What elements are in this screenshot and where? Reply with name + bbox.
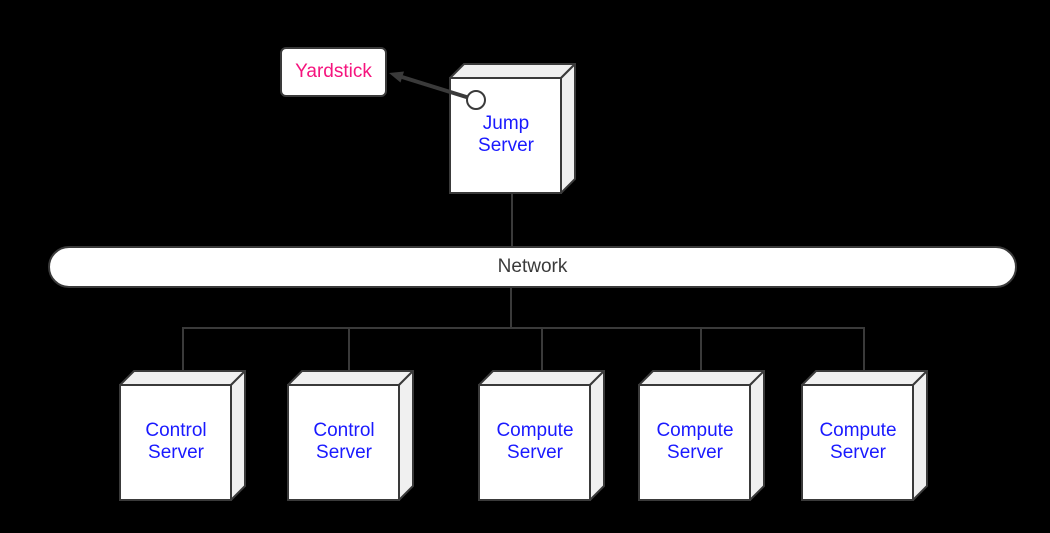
node-front-face: [478, 384, 591, 501]
server-3d-box-icon: [478, 370, 605, 501]
node-control-server-2: Control Server: [287, 370, 414, 501]
node-label: Control Server: [313, 420, 375, 463]
server-3d-box-icon: [638, 370, 765, 501]
node-compute-server-2: Compute Server: [638, 370, 765, 501]
node-label: Control Server: [145, 420, 207, 463]
yardstick-label: Yardstick: [295, 61, 372, 82]
node-label: Compute Server: [819, 420, 897, 463]
arrowhead-icon: [389, 71, 404, 83]
node-label: Compute Server: [656, 420, 734, 463]
node-control-server-1: Control Server: [119, 370, 246, 501]
yardstick-arrow-shaft: [401, 75, 477, 102]
server-3d-box-icon: [287, 370, 414, 501]
node-front-face: [287, 384, 400, 501]
node-front-face: [638, 384, 751, 501]
server-3d-box-icon: [449, 63, 576, 194]
node-label: Jump Server: [478, 113, 534, 156]
node-jump-server: Jump Server: [449, 63, 576, 194]
yardstick-box: Yardstick: [280, 47, 387, 97]
network-bus: Network: [48, 246, 1017, 288]
server-3d-box-icon: [801, 370, 928, 501]
server-3d-box-icon: [119, 370, 246, 501]
node-label: Compute Server: [496, 420, 574, 463]
connection-endpoint-circle-icon: [466, 90, 486, 110]
node-compute-server-3: Compute Server: [801, 370, 928, 501]
network-label: Network: [497, 256, 568, 277]
node-compute-server-1: Compute Server: [478, 370, 605, 501]
node-front-face: [119, 384, 232, 501]
node-front-face: [801, 384, 914, 501]
